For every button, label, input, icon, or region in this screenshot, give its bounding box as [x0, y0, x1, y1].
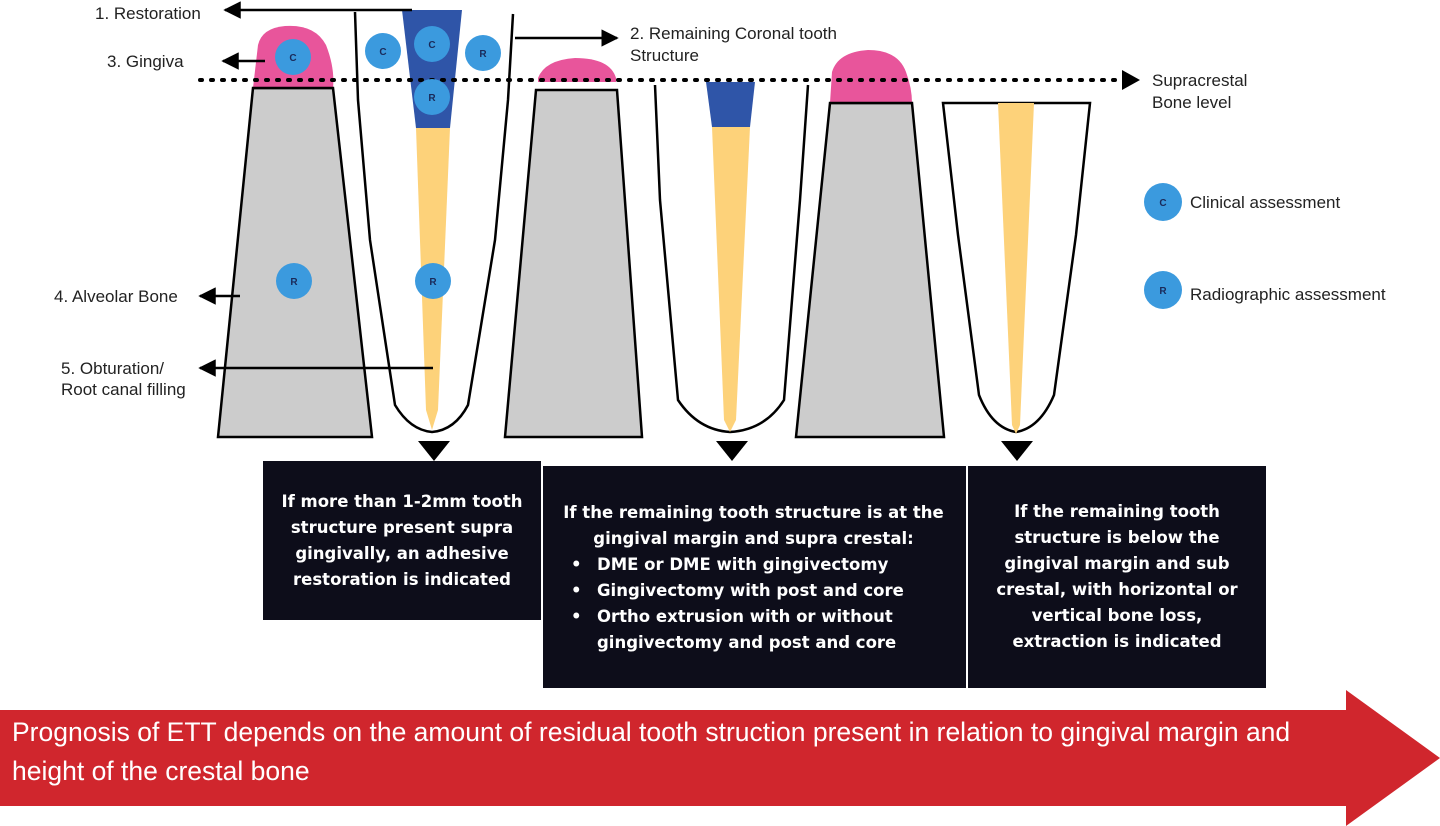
alveolar-bone-1: [216, 86, 374, 439]
gingiva-label: 3. Gingiva: [107, 52, 184, 71]
down-arrow-3: [1001, 441, 1033, 461]
root-outline-2: [353, 11, 515, 434]
svg-text:R: R: [479, 49, 487, 60]
obturation-label-line1: 5. Obturation/: [61, 359, 164, 378]
supracrestal-label-line1: Supracrestal: [1152, 71, 1247, 90]
alveolar-bone-label: 4. Alveolar Bone: [54, 287, 178, 306]
tooth-1: [216, 25, 374, 439]
marker-clinical-3: C: [414, 26, 450, 62]
prognosis-banner-arrow: [0, 690, 1440, 826]
alveolar-bone-3: [503, 88, 644, 439]
marker-radiographic-1: R: [465, 35, 501, 71]
gingiva-3: [538, 58, 616, 82]
list-item: DME or DME with gingivectomy: [561, 552, 946, 578]
restoration-label: 1. Restoration: [95, 4, 201, 23]
recommendation-box-extraction: If the remaining tooth structure is belo…: [968, 466, 1266, 688]
legend-clinical-marker: C: [1144, 183, 1182, 221]
recommendation-box-dme-intro: If the remaining tooth structure is at t…: [563, 503, 944, 548]
list-item: Ortho extrusion with or without gingivec…: [561, 604, 946, 656]
remaining-coronal-label-line2: Structure: [630, 46, 699, 65]
list-item: Gingivectomy with post and core: [561, 578, 946, 604]
down-arrow-2: [716, 441, 748, 461]
svg-text:R: R: [290, 277, 298, 288]
legend-radiographic-label: Radiographic assessment: [1190, 285, 1386, 304]
svg-text:C: C: [379, 47, 386, 58]
supracrestal-arrowhead: [1122, 70, 1140, 90]
tooth-3: [503, 58, 644, 439]
svg-text:R: R: [429, 277, 437, 288]
legend-radiographic-marker: R: [1144, 271, 1182, 309]
restoration-4: [706, 82, 755, 127]
marker-clinical-1: C: [275, 39, 311, 75]
tooth-4: [653, 82, 810, 434]
svg-text:R: R: [428, 93, 436, 104]
marker-radiographic-2: R: [414, 79, 450, 115]
supracrestal-label-line2: Bone level: [1152, 93, 1231, 112]
svg-text:C: C: [428, 40, 435, 51]
recommendation-box-extraction-text: If the remaining tooth structure is belo…: [996, 502, 1238, 651]
marker-radiographic-4: R: [415, 263, 451, 299]
marker-radiographic-3: R: [276, 263, 312, 299]
svg-text:C: C: [289, 53, 296, 64]
tooth-5: [794, 50, 946, 439]
prognosis-banner-text: Prognosis of ETT depends on the amount o…: [12, 717, 1291, 786]
gingiva-5: [830, 50, 912, 103]
recommendation-box-adhesive: If more than 1-2mm tooth structure prese…: [263, 461, 541, 620]
down-arrow-1: [418, 441, 450, 461]
recommendation-box-adhesive-text: If more than 1-2mm tooth structure prese…: [281, 491, 523, 589]
svg-text:R: R: [1159, 286, 1167, 297]
recommendation-box-dme: If the remaining tooth structure is at t…: [543, 466, 966, 688]
tooth-6: [941, 101, 1092, 434]
root-filling-4: [712, 127, 750, 432]
svg-text:C: C: [1159, 198, 1166, 209]
marker-clinical-2: C: [365, 33, 401, 69]
recommendation-box-dme-list: DME or DME with gingivectomy Gingivectom…: [561, 552, 946, 656]
alveolar-bone-5: [794, 101, 946, 439]
root-filling-6: [998, 103, 1034, 434]
obturation-label-line2: Root canal filling: [61, 380, 186, 399]
remaining-coronal-label-line1: 2. Remaining Coronal tooth: [630, 24, 837, 43]
legend-clinical-label: Clinical assessment: [1190, 193, 1340, 212]
